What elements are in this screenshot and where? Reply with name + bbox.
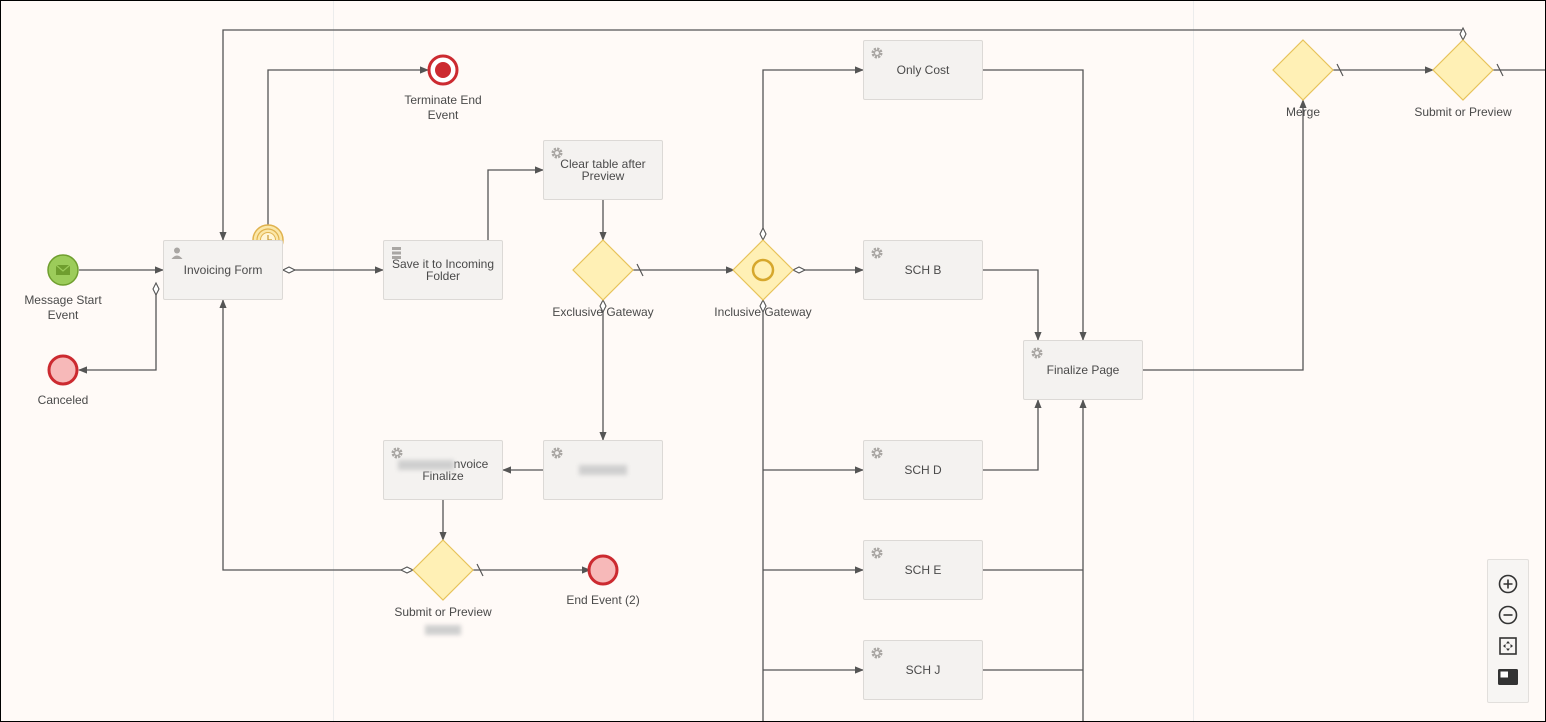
- task-clear-table[interactable]: Clear table after Preview: [543, 140, 663, 200]
- minimap-icon[interactable]: [1497, 666, 1519, 688]
- zoom-controls: [1487, 559, 1529, 703]
- end-event-2: [587, 554, 619, 586]
- label-submit-preview-left: Submit or Preview: [394, 605, 492, 619]
- redacted-text: [397, 459, 454, 470]
- zoom-out-icon[interactable]: [1497, 604, 1519, 626]
- gear-icon: [871, 47, 883, 59]
- lane-divider: [1193, 1, 1194, 721]
- terminate-end-event: [427, 54, 459, 86]
- fit-screen-icon[interactable]: [1497, 635, 1519, 657]
- label-terminate-end: Terminate End Event: [404, 93, 482, 122]
- gear-icon: [551, 447, 563, 459]
- flow-timer-to-terminate: [267, 66, 429, 240]
- task-only-cost[interactable]: Only Cost: [863, 40, 983, 100]
- task-redacted[interactable]: [543, 440, 663, 500]
- gear-icon: [871, 247, 883, 259]
- gear-icon: [871, 647, 883, 659]
- label-submit-preview-right: Submit or Preview: [1414, 105, 1512, 119]
- task-sch-j[interactable]: SCH J: [863, 640, 983, 700]
- gear-icon: [551, 147, 563, 159]
- canceled-end-event: [47, 354, 79, 386]
- label-inclusive-gateway: Inclusive Gateway: [714, 305, 812, 319]
- task-invoicing-form[interactable]: Invoicing Form: [163, 240, 283, 300]
- flow-sch-b-to-finalize: [983, 269, 1042, 341]
- gear-icon: [871, 547, 883, 559]
- task-sch-b[interactable]: SCH B: [863, 240, 983, 300]
- zoom-in-icon[interactable]: [1497, 573, 1519, 595]
- redacted-text: [579, 465, 627, 475]
- task-finalize-page[interactable]: Finalize Page: [1023, 340, 1143, 400]
- flow-inclusive-to-only-cost: [762, 66, 864, 240]
- script-icon: [392, 247, 401, 259]
- flow-finalize-to-merge: [1143, 99, 1307, 371]
- exclusive-gateway: [572, 239, 634, 301]
- label-message-start: Message Start Event: [24, 293, 102, 322]
- label-redacted: [425, 622, 461, 637]
- submit-preview-gateway-left: [412, 539, 474, 601]
- inclusive-gateway: [732, 239, 794, 301]
- task-save-incoming-folder[interactable]: Save it to Incoming Folder: [383, 240, 503, 300]
- flow-only-cost-to-finalize: [983, 69, 1087, 341]
- gear-icon: [1031, 347, 1043, 359]
- envelope-icon: [55, 264, 71, 275]
- flow-submit-to-invoicing: [219, 299, 413, 571]
- label-merge: Merge: [1285, 105, 1321, 119]
- task-sch-d[interactable]: SCH D: [863, 440, 983, 500]
- submit-preview-gateway-right: [1432, 39, 1494, 101]
- user-icon: [171, 247, 183, 259]
- task-label: nvoice Finalize: [422, 457, 489, 483]
- flow-sch-d-to-finalize: [983, 399, 1042, 471]
- flow-submit-right-to-invoicing: [219, 29, 1464, 241]
- flow-save-to-clear: [487, 166, 544, 240]
- flow-invoicing-to-canceled: [78, 290, 157, 374]
- lane-divider: [333, 1, 334, 721]
- task-sch-e[interactable]: SCH E: [863, 540, 983, 600]
- label-canceled: Canceled: [37, 393, 89, 407]
- gear-icon: [871, 447, 883, 459]
- gear-icon: [391, 447, 403, 459]
- task-invoice-finalize[interactable]: nvoice Finalize: [383, 440, 503, 500]
- message-start-event: [47, 254, 79, 286]
- merge-gateway: [1272, 39, 1334, 101]
- label-end-event-2: End Event (2): [566, 593, 640, 607]
- label-exclusive-gateway: Exclusive Gateway: [552, 305, 654, 319]
